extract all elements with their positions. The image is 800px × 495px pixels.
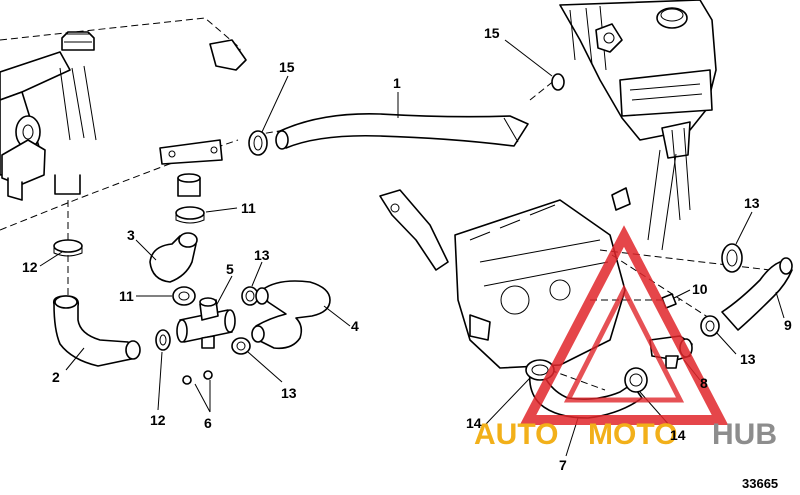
callout-5: 5 xyxy=(226,261,234,277)
engine-block-upper-right xyxy=(559,0,717,251)
part-3-elbow-hose xyxy=(149,232,198,283)
callout-8: 8 xyxy=(700,375,708,391)
part-12-clamp-upper xyxy=(53,239,83,257)
part-5-tee-fitting xyxy=(176,297,236,349)
part-13-clamp-upper-left xyxy=(241,286,259,306)
engine-block-lower-right xyxy=(379,189,626,369)
callout-1: 1 xyxy=(393,75,401,91)
leader-lines xyxy=(39,39,785,457)
callout-13-lower-right: 13 xyxy=(740,351,756,367)
part-4-hose xyxy=(251,280,331,350)
callout-10: 10 xyxy=(692,281,708,297)
part-13-clamp-upper-right xyxy=(721,243,743,273)
part-13-clamp-lower-right xyxy=(700,315,720,337)
callout-9: 9 xyxy=(784,317,792,333)
callout-14-right: 14 xyxy=(670,427,686,443)
heat-exchanger-block xyxy=(0,17,247,231)
callout-2: 2 xyxy=(52,369,60,385)
callout-12-upper: 12 xyxy=(22,259,38,275)
part-12-clamp-lower xyxy=(155,329,171,351)
watermark-text-moto: MOTO xyxy=(588,418,677,451)
callout-11-lower: 11 xyxy=(119,288,134,304)
part-15-clamp-right xyxy=(551,73,565,91)
callout-15-left: 15 xyxy=(279,59,295,75)
callout-14-left: 14 xyxy=(466,415,482,431)
watermark-text-auto: AUTO xyxy=(474,418,558,451)
part-9-hose xyxy=(721,257,793,331)
part-15-clamp-left xyxy=(248,130,268,156)
part-14-clamp-right xyxy=(624,367,648,393)
callout-13-upper-right: 13 xyxy=(744,195,760,211)
callout-7: 7 xyxy=(559,457,567,473)
figure-number: 33665 xyxy=(742,476,778,491)
watermark-text-hub: HUB xyxy=(712,418,777,451)
callout-11-upper: 11 xyxy=(241,200,256,216)
part-1-hose xyxy=(275,113,529,150)
part-2-hose xyxy=(52,295,141,367)
part-13-clamp-lower-left xyxy=(231,337,251,355)
callout-4: 4 xyxy=(351,318,359,334)
part-11-clamp-lower xyxy=(172,286,196,306)
callout-15-right: 15 xyxy=(484,25,500,41)
callout-13-lower-left: 13 xyxy=(281,385,297,401)
part-11-clamp-upper xyxy=(175,206,205,224)
callout-13-upper-left: 13 xyxy=(254,247,270,263)
part-6-plugs xyxy=(182,370,213,385)
watermark-logo: AUTO MOTO HUB xyxy=(474,225,777,451)
callout-3: 3 xyxy=(127,227,135,243)
callout-6: 6 xyxy=(204,415,212,431)
callout-12-lower: 12 xyxy=(150,412,166,428)
callout-labels: 1 15 15 11 3 11 12 2 5 13 12 6 13 4 13 9… xyxy=(22,25,792,473)
